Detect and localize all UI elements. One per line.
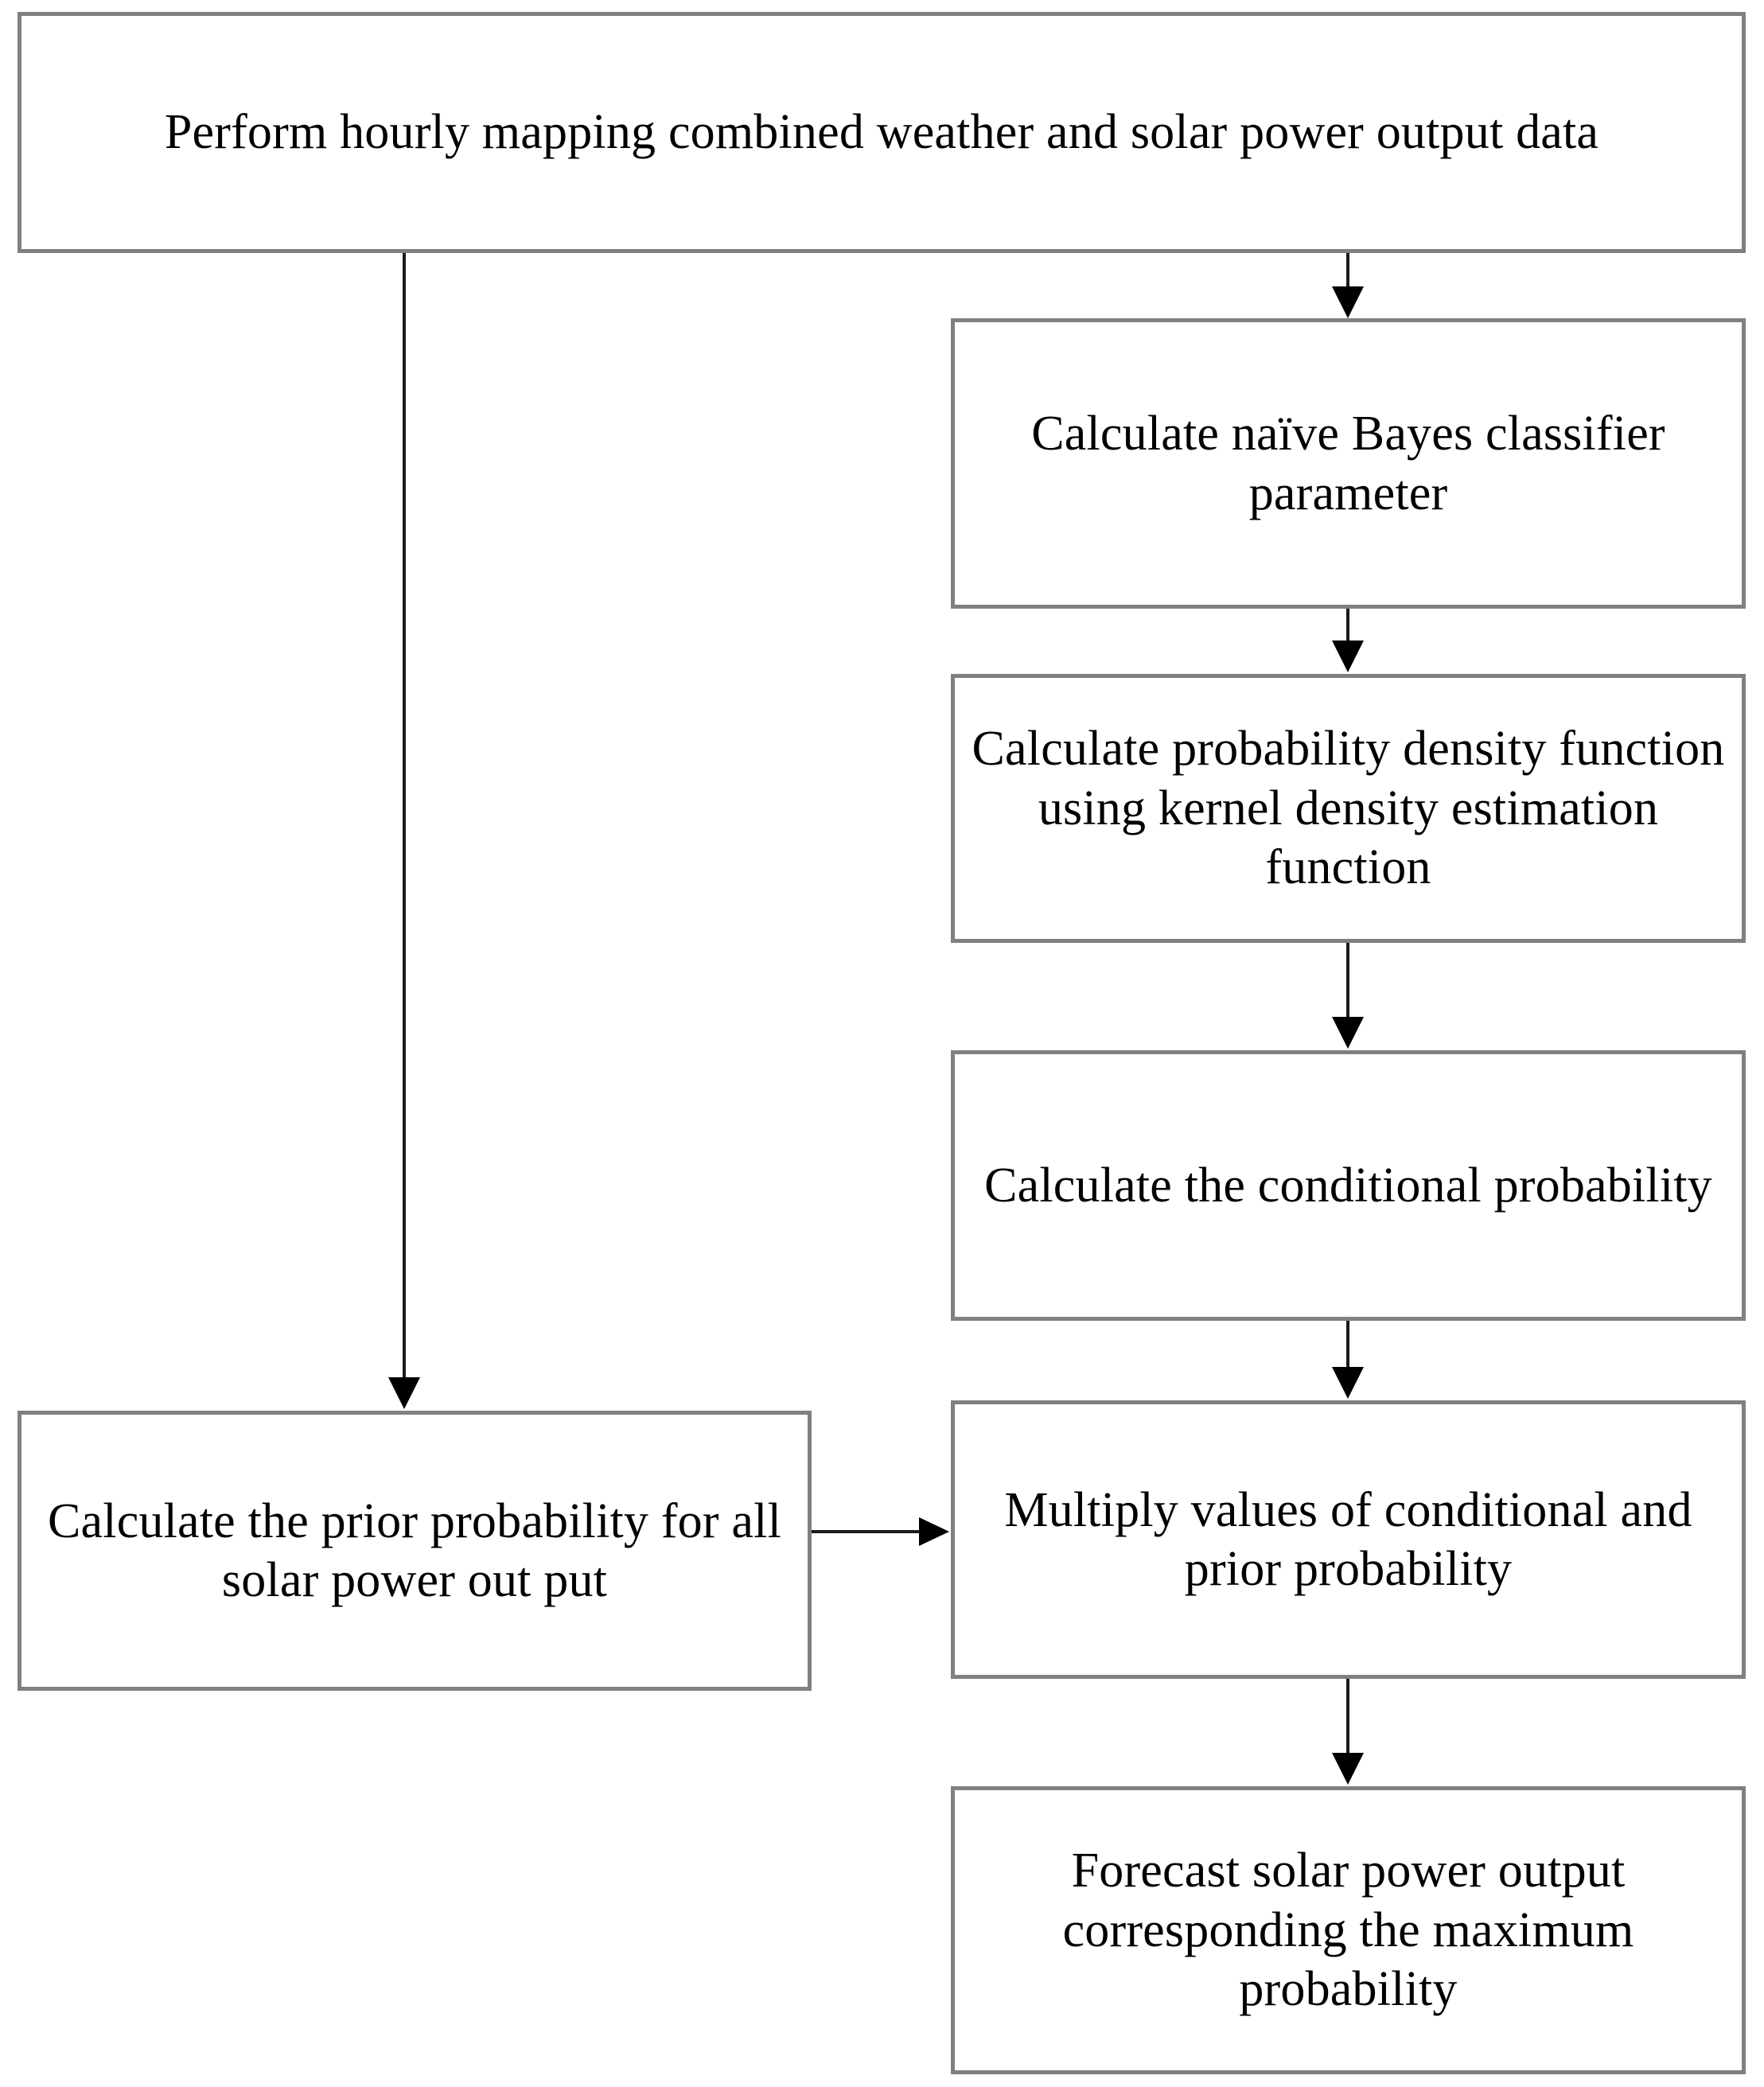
- arrow-down-icon-pdf-to-conditional: [1332, 1017, 1364, 1049]
- connector-mapping-to-prior-line: [403, 253, 406, 1381]
- flowchart-node-naive-bayes-parameter[interactable]: Calculate naïve Bayes classifier paramet…: [951, 318, 1746, 609]
- connector-prior-to-multiply-line: [812, 1530, 920, 1533]
- flowchart-node-conditional-probability[interactable]: Calculate the conditional probability: [951, 1050, 1746, 1321]
- connector-mapping-to-naive-bayes-line: [1346, 253, 1349, 293]
- connector-conditional-to-multiply-line: [1346, 1321, 1349, 1370]
- connector-pdf-to-conditional-line: [1346, 943, 1349, 1019]
- arrow-right-icon-prior-to-multiply: [919, 1517, 949, 1546]
- arrow-down-icon-multiply-to-forecast: [1332, 1753, 1364, 1785]
- arrow-down-icon-mapping-to-prior: [388, 1377, 420, 1409]
- connector-multiply-to-forecast-line: [1346, 1679, 1349, 1754]
- flowchart-node-naive-bayes-parameter-label: Calculate naïve Bayes classifier paramet…: [1031, 407, 1665, 520]
- flowchart-node-probability-density-function[interactable]: Calculate probability density function u…: [951, 674, 1746, 943]
- flowchart-node-multiply-probabilities[interactable]: Multiply values of conditional and prior…: [951, 1400, 1746, 1679]
- arrow-down-icon-mapping-to-naive-bayes: [1332, 286, 1364, 318]
- connector-naive-bayes-to-pdf-line: [1346, 609, 1349, 644]
- flowchart-node-mapping-label: Perform hourly mapping combined weather …: [164, 105, 1599, 160]
- flowchart-node-probability-density-function-label: Calculate probability density function u…: [972, 722, 1725, 895]
- flowchart-node-conditional-probability-label: Calculate the conditional probability: [984, 1158, 1712, 1213]
- flowchart-node-multiply-probabilities-label: Multiply values of conditional and prior…: [1004, 1482, 1692, 1596]
- flowchart-node-prior-probability[interactable]: Calculate the prior probability for all …: [18, 1411, 812, 1691]
- flowchart-node-mapping[interactable]: Perform hourly mapping combined weather …: [18, 12, 1746, 253]
- arrow-down-icon-conditional-to-multiply: [1332, 1367, 1364, 1399]
- arrow-down-icon-naive-bayes-to-pdf: [1332, 641, 1364, 672]
- flowchart-node-forecast-output-label: Forecast solar power output correspondin…: [1062, 1844, 1634, 2017]
- flowchart-node-prior-probability-label: Calculate the prior probability for all …: [48, 1493, 781, 1607]
- flowchart-node-forecast-output[interactable]: Forecast solar power output correspondin…: [951, 1786, 1746, 2074]
